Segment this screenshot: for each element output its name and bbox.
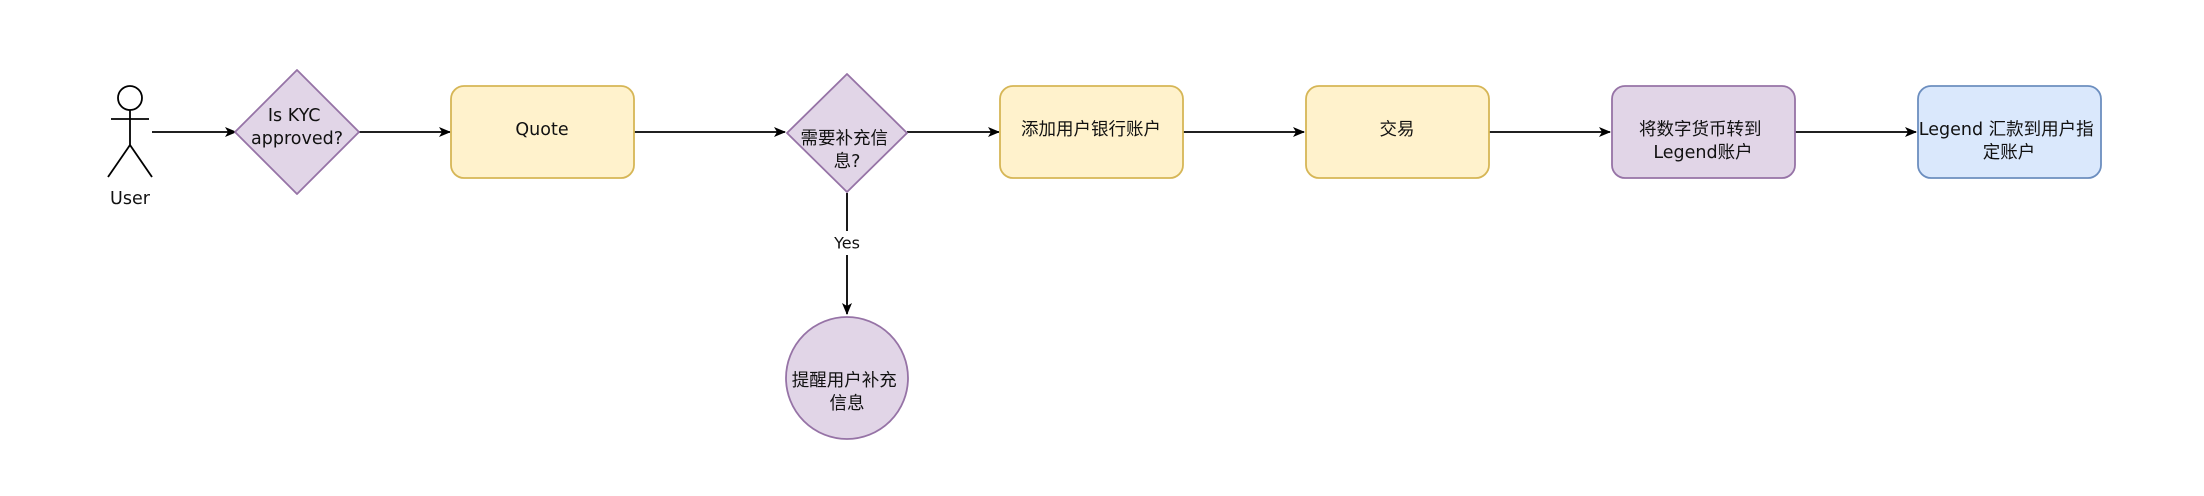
remit-box-label-line2: 定账户	[1983, 143, 2036, 163]
trade-box-shape	[1305, 85, 1490, 179]
yes-label-background	[826, 231, 868, 255]
edges: Yes	[152, 127, 1917, 315]
quote-box[interactable]: Quote	[450, 85, 635, 179]
kyc-decision-label-line2: approved?	[251, 129, 343, 149]
remind-user-circle-label-line2: 信息	[830, 394, 865, 414]
need-info-decision[interactable]: 需要补充信 息?	[786, 73, 908, 193]
trade-box-label: 交易	[1380, 120, 1415, 140]
add-bank-account-box[interactable]: 添加用户银行账户	[999, 85, 1184, 179]
need-info-decision-label-line1: 需要补充信	[800, 129, 888, 149]
kyc-decision-shape	[234, 69, 360, 195]
transfer-crypto-box-label-line2: Legend账户	[1653, 143, 1752, 163]
trade-box[interactable]: 交易	[1305, 85, 1490, 179]
need-info-decision-label: 需要补充信 息?	[800, 129, 893, 172]
user-actor-left-leg	[107, 144, 131, 178]
transfer-crypto-box-label-line1: 将数字货币转到	[1639, 120, 1762, 140]
quote-box-label: Quote	[515, 120, 568, 140]
need-info-decision-shape	[786, 73, 908, 193]
add-bank-account-box-label: 添加用户银行账户	[1021, 120, 1161, 140]
transfer-crypto-box-shape	[1611, 85, 1796, 179]
transfer-crypto-box[interactable]: 将数字货币转到 Legend账户	[1611, 85, 1796, 179]
remind-user-circle-label: 提醒用户补充 信息	[792, 371, 903, 414]
kyc-decision-label: Is KYC approved?	[251, 106, 343, 149]
user-actor[interactable]	[107, 85, 153, 178]
quote-box-shape	[450, 85, 635, 179]
remind-user-circle-shape	[785, 316, 909, 440]
remit-box-label-line1: Legend 汇款到用户指	[1919, 120, 2094, 140]
user-actor-head	[117, 85, 143, 111]
need-info-decision-label-line2: 息?	[834, 152, 861, 172]
user-actor-right-leg	[129, 144, 153, 178]
remit-box-label: Legend 汇款到用户指 定账户	[1919, 120, 2099, 163]
remit-box[interactable]: Legend 汇款到用户指 定账户	[1917, 85, 2102, 179]
edge-label-yes: Yes	[833, 234, 860, 253]
remind-user-circle-label-line1: 提醒用户补充	[792, 371, 897, 391]
kyc-decision[interactable]: Is KYC approved?	[234, 69, 360, 195]
transfer-crypto-box-label: 将数字货币转到 Legend账户	[1639, 120, 1767, 163]
remit-box-shape	[1917, 85, 2102, 179]
add-bank-account-box-shape	[999, 85, 1184, 179]
remind-user-circle[interactable]: 提醒用户补充 信息	[785, 316, 909, 440]
kyc-decision-label-line1: Is KYC	[268, 106, 321, 126]
user-label: User	[110, 189, 151, 209]
